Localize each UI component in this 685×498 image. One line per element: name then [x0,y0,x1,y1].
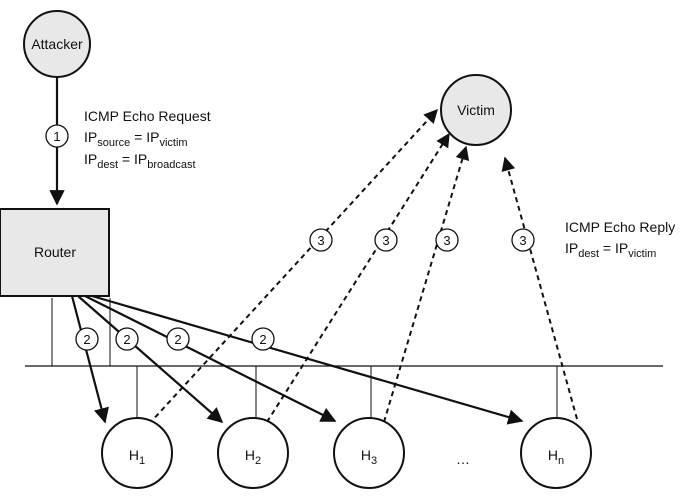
victim-node: Victim [440,74,512,146]
host-h3: H3 [333,417,405,489]
broadcast-arrow-h2 [77,295,224,424]
step-number: 2 [83,332,90,347]
broadcast-arrow-h1 [70,295,109,424]
request-source-line: IPsource = IPvictim [84,129,188,149]
host-label: Hn [548,447,564,467]
request-annotation: ICMP Echo Request IPsource = IPvictim IP… [84,108,211,171]
request-dest-line: IPdest = IPbroadcast [84,151,196,171]
attacker-label: Attacker [31,36,83,52]
step-number: 3 [519,233,526,248]
step-2-badge: 2 [75,327,99,351]
router-label: Router [34,244,76,260]
host-hn: Hn [520,417,592,489]
hosts-ellipsis: … [456,451,470,467]
request-title: ICMP Echo Request [84,108,211,124]
step-number: 2 [259,332,266,347]
host-label: H2 [245,447,261,467]
host-h2: H2 [217,417,289,489]
attacker-node: Attacker [23,10,91,78]
step-number: 2 [123,332,130,347]
step-2-badge: 2 [251,327,275,351]
step-number: 2 [174,332,181,347]
broadcast-arrow-h3 [84,295,337,422]
reply-title: ICMP Echo Reply [565,219,675,235]
victim-label: Victim [457,102,495,118]
step-3-badge: 3 [511,228,535,252]
step-3-badge: 3 [374,228,398,252]
router-node: Router [0,208,110,297]
step-3-badge: 3 [309,228,333,252]
step-2-badge: 2 [115,327,139,351]
host-label: H3 [361,447,377,467]
step-number: 3 [443,233,450,248]
reply-arrow-h3 [383,145,470,423]
step-1-badge: 1 [45,124,69,148]
reply-arrow-h2 [266,132,450,423]
reply-arrow-h1 [148,108,438,425]
reply-annotation: ICMP Echo Reply IPdest = IPvictim [565,219,675,260]
step-2-badge: 2 [166,327,190,351]
step-3-badge: 3 [435,228,459,252]
host-h1: H1 [101,417,173,489]
step-number: 3 [317,233,324,248]
host-label: H1 [129,447,145,467]
reply-arrow-hn [501,156,578,420]
reply-dest-line: IPdest = IPvictim [565,240,656,260]
step-number: 1 [53,129,60,144]
step-number: 3 [382,233,389,248]
